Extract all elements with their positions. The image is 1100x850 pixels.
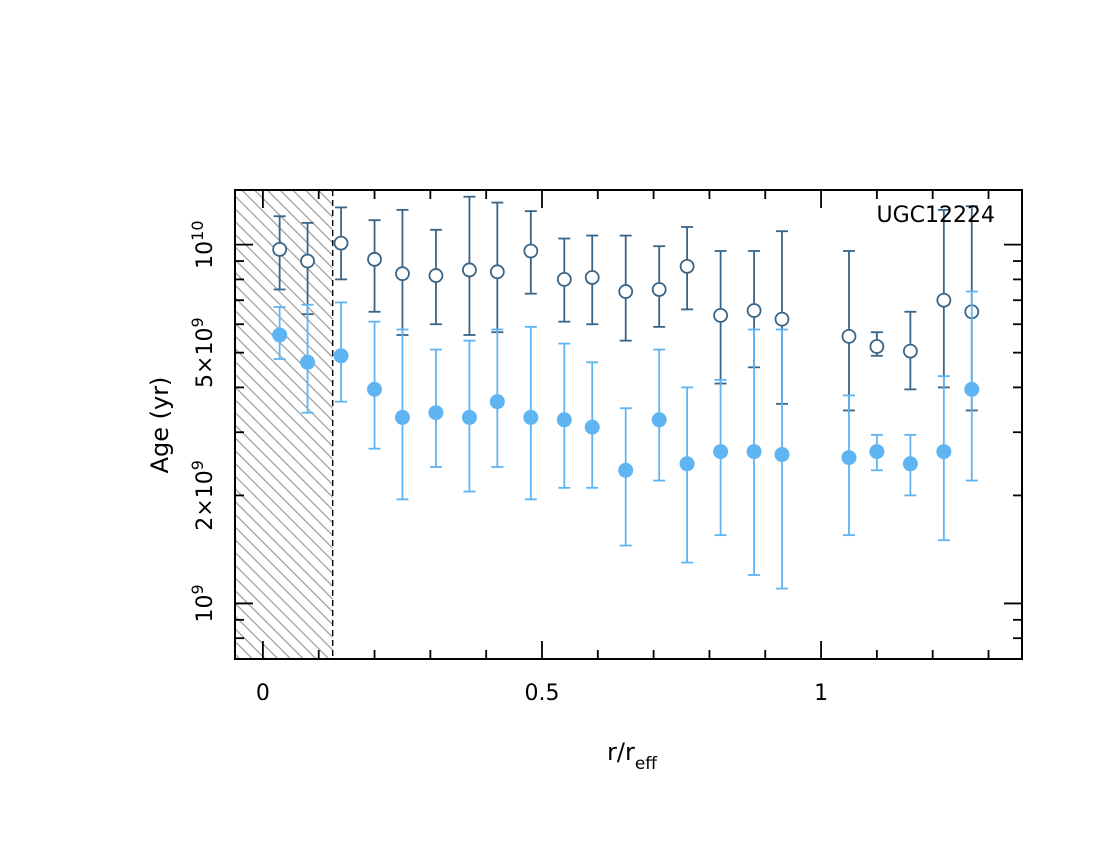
x-axis-title-sub: eff	[635, 754, 658, 774]
data-point-filled	[461, 409, 477, 425]
data-point-open	[272, 241, 288, 257]
data-point-filled	[713, 444, 729, 460]
y-tick-label-base: 10	[193, 595, 218, 623]
y-tick-label-exponent: 9	[188, 584, 207, 594]
data-point-filled	[428, 405, 444, 421]
data-point-filled	[679, 456, 695, 472]
data-point-open	[367, 251, 382, 267]
data-point-filled	[584, 419, 600, 435]
data-point-filled	[774, 447, 790, 463]
series-open-circles	[272, 195, 980, 412]
y-tick-label-exponent: 10	[188, 220, 207, 240]
data-point-open	[936, 292, 952, 308]
series-filled-circles	[272, 290, 980, 590]
data-point-open	[618, 284, 634, 299]
data-point-filled	[964, 381, 980, 397]
data-point-filled	[523, 409, 539, 425]
data-point-open	[774, 311, 790, 327]
data-point-open	[869, 339, 885, 354]
data-point-filled	[936, 444, 952, 460]
data-point-open	[333, 235, 349, 251]
x-axis-title-main: r/r	[607, 738, 635, 766]
data-point-filled	[841, 450, 857, 466]
y-tick-label-exponent: 9	[188, 317, 207, 327]
data-point-filled	[394, 409, 410, 425]
data-point-open	[395, 266, 410, 282]
data-point-filled	[333, 348, 349, 364]
data-point-filled	[272, 327, 288, 343]
y-tick-label: 1010	[188, 220, 218, 268]
data-point-open	[651, 282, 667, 297]
data-point-open	[556, 272, 572, 287]
y-tick-label-exponent: 9	[188, 460, 207, 470]
x-tick-label: 1	[814, 681, 828, 706]
data-point-open	[462, 262, 477, 278]
plot-frame	[234, 189, 1023, 660]
data-point-open	[489, 264, 505, 280]
y-tick-label-base: 10	[193, 241, 218, 269]
data-point-filled	[869, 444, 885, 460]
y-tick-label-base: 2×10	[193, 470, 218, 530]
data-point-filled	[367, 381, 383, 397]
data-point-open	[713, 308, 728, 323]
data-point-filled	[902, 456, 918, 472]
y-axis-title: Age (yr)	[146, 377, 174, 474]
data-point-open	[841, 328, 857, 344]
data-point-open	[679, 258, 695, 274]
data-point-filled	[746, 444, 762, 460]
data-point-filled	[651, 412, 667, 428]
data-series-layer	[272, 195, 980, 590]
data-point-open	[523, 243, 539, 259]
data-point-filled	[300, 354, 316, 370]
excluded-region-layer	[235, 189, 334, 660]
data-point-open	[746, 303, 762, 318]
y-tick-label: 109	[188, 584, 218, 622]
x-tick-label: 0.5	[524, 681, 559, 706]
y-tick-label-base: 5×10	[193, 328, 218, 388]
data-point-filled	[618, 462, 634, 478]
data-point-filled	[489, 394, 505, 410]
data-point-open	[902, 343, 918, 359]
y-tick-label: 2×109	[188, 460, 218, 531]
data-point-open	[584, 270, 600, 285]
data-point-filled	[556, 412, 572, 428]
data-point-open	[428, 268, 444, 283]
y-tick-label: 5×109	[188, 317, 218, 388]
x-axis-title: r/reff	[607, 738, 658, 774]
hatched-region	[235, 190, 333, 659]
data-point-open	[300, 253, 315, 269]
galaxy-name-label: UGC12224	[877, 203, 996, 228]
x-tick-label: 0	[256, 681, 270, 706]
axis-ticks-layer	[235, 190, 1022, 660]
